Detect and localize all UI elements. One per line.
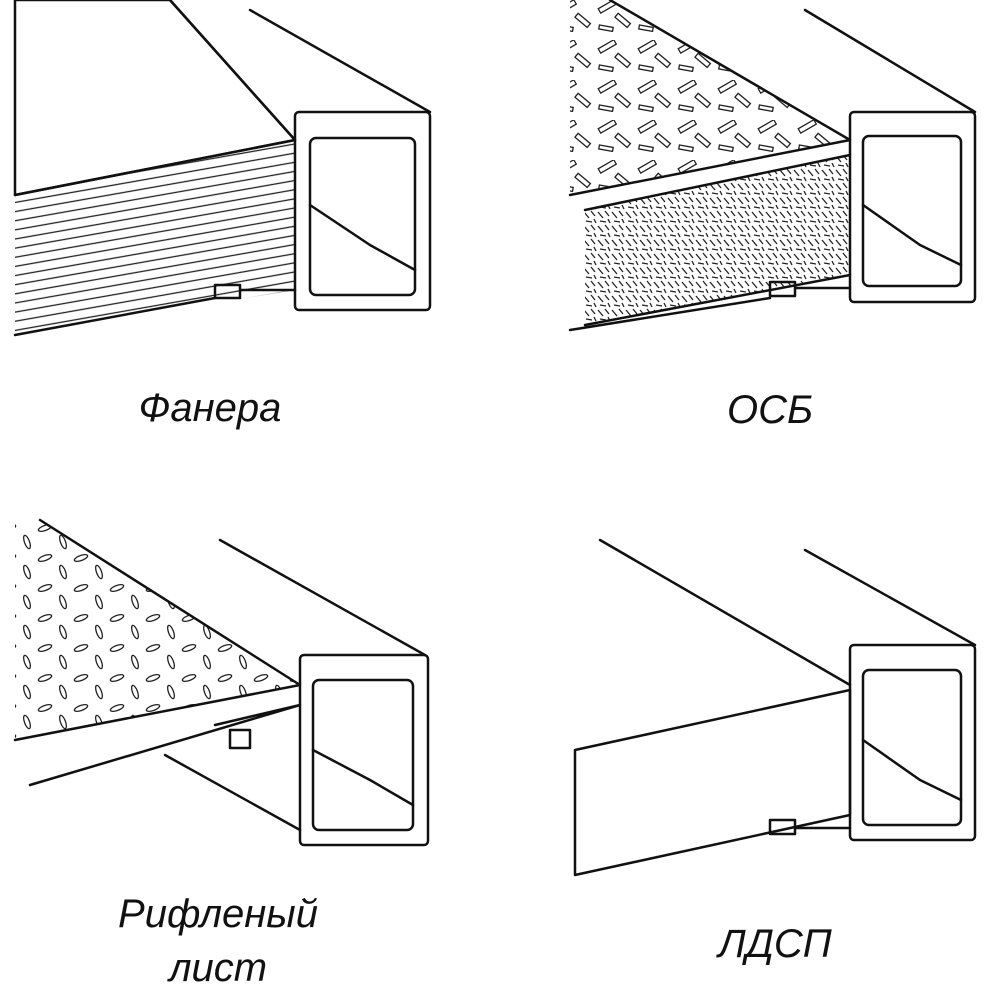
steel-profile: [13, 0, 432, 337]
label-plywood: Фанера: [138, 386, 282, 430]
steel-profile: [573, 538, 977, 877]
label-checker-plate-line2: лист: [168, 946, 268, 990]
steel-profile: [13, 518, 430, 847]
panel-plywood: [13, 0, 432, 337]
osb-top-face: [570, 0, 850, 195]
label-checker-plate-line1: Рифленый: [118, 892, 318, 936]
label-osb: ОСБ: [726, 388, 814, 432]
panel-chipboard: [573, 538, 977, 877]
steel-profile: [568, 0, 977, 332]
label-chipboard: ЛДСП: [718, 922, 832, 966]
panel-osb: [568, 0, 977, 332]
plywood-edge: [15, 140, 295, 335]
panel-checker-plate: [13, 518, 430, 847]
checker-top-face: [15, 520, 300, 740]
chipboard-edge: [573, 688, 852, 877]
